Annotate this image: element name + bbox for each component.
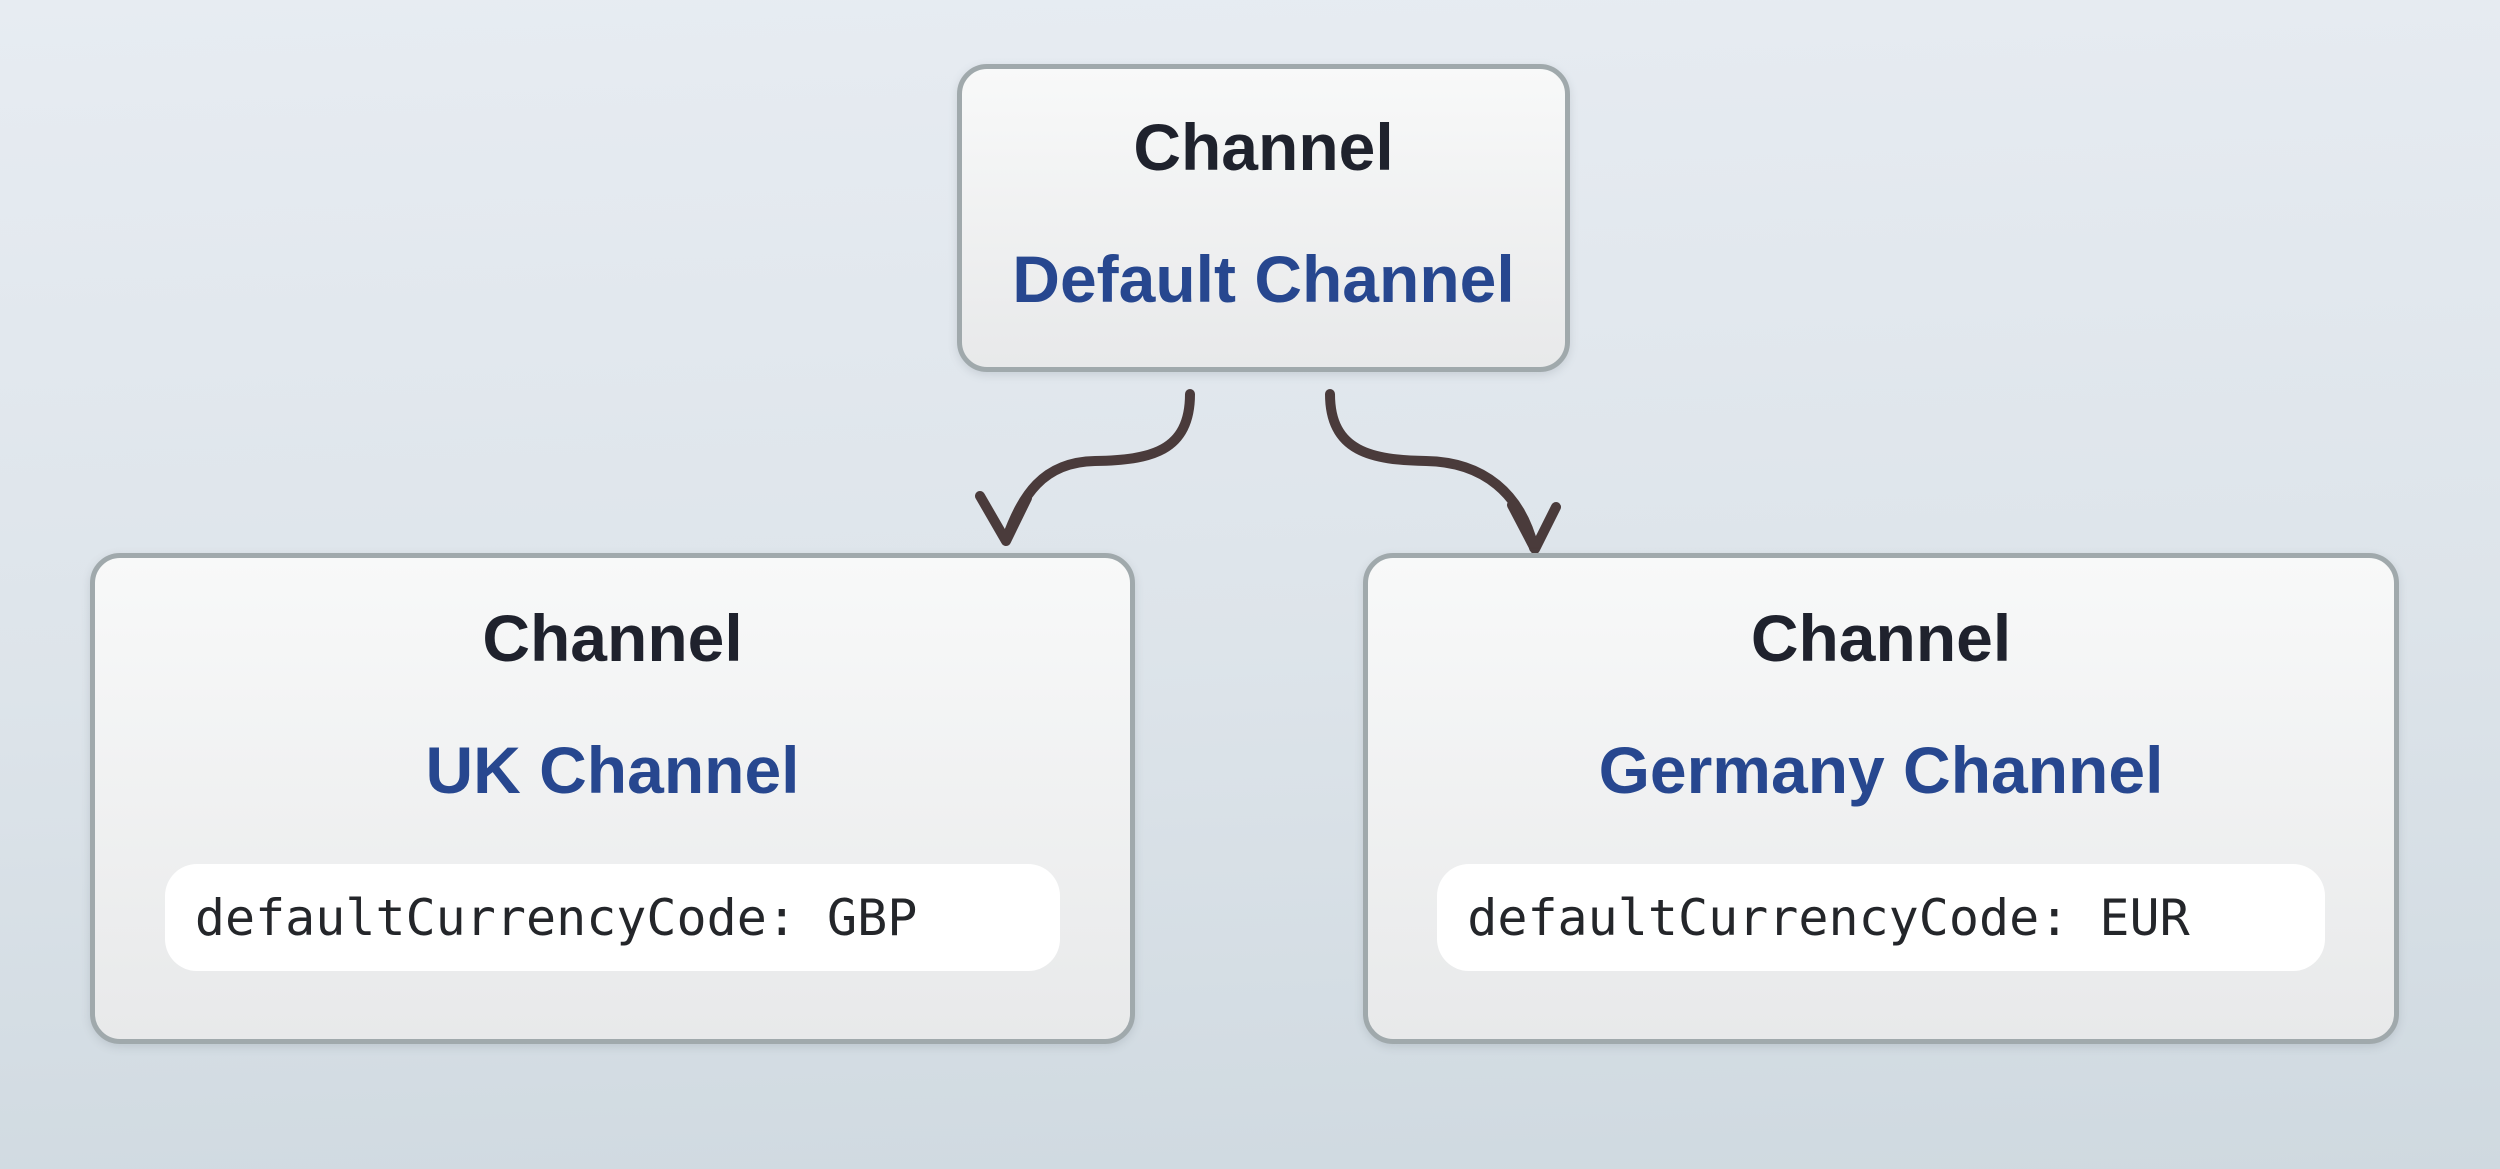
property-pill: defaultCurrencyCode: GBP bbox=[164, 864, 1061, 971]
entity-type-label: Channel bbox=[1133, 110, 1394, 184]
property-text: defaultCurrencyCode: GBP bbox=[194, 888, 918, 947]
entity-name: Germany Channel bbox=[1598, 733, 2164, 807]
node-default-channel: Channel Default Channel bbox=[957, 64, 1570, 372]
entity-type-label: Channel bbox=[1750, 601, 2012, 675]
entity-name: Default Channel bbox=[1012, 242, 1515, 316]
property-pill: defaultCurrencyCode: EUR bbox=[1437, 864, 2325, 971]
node-germany-channel: Channel Germany Channel defaultCurrencyC… bbox=[1363, 553, 2399, 1044]
curved-arrow-root-to-germany-channel-icon bbox=[1325, 389, 1561, 554]
property-text: defaultCurrencyCode: EUR bbox=[1467, 888, 2190, 947]
entity-name: UK Channel bbox=[425, 733, 800, 807]
entity-type-label: Channel bbox=[482, 601, 743, 675]
curved-arrow-root-to-uk-channel-icon bbox=[975, 389, 1195, 546]
node-uk-channel: Channel UK Channel defaultCurrencyCode: … bbox=[90, 553, 1135, 1044]
